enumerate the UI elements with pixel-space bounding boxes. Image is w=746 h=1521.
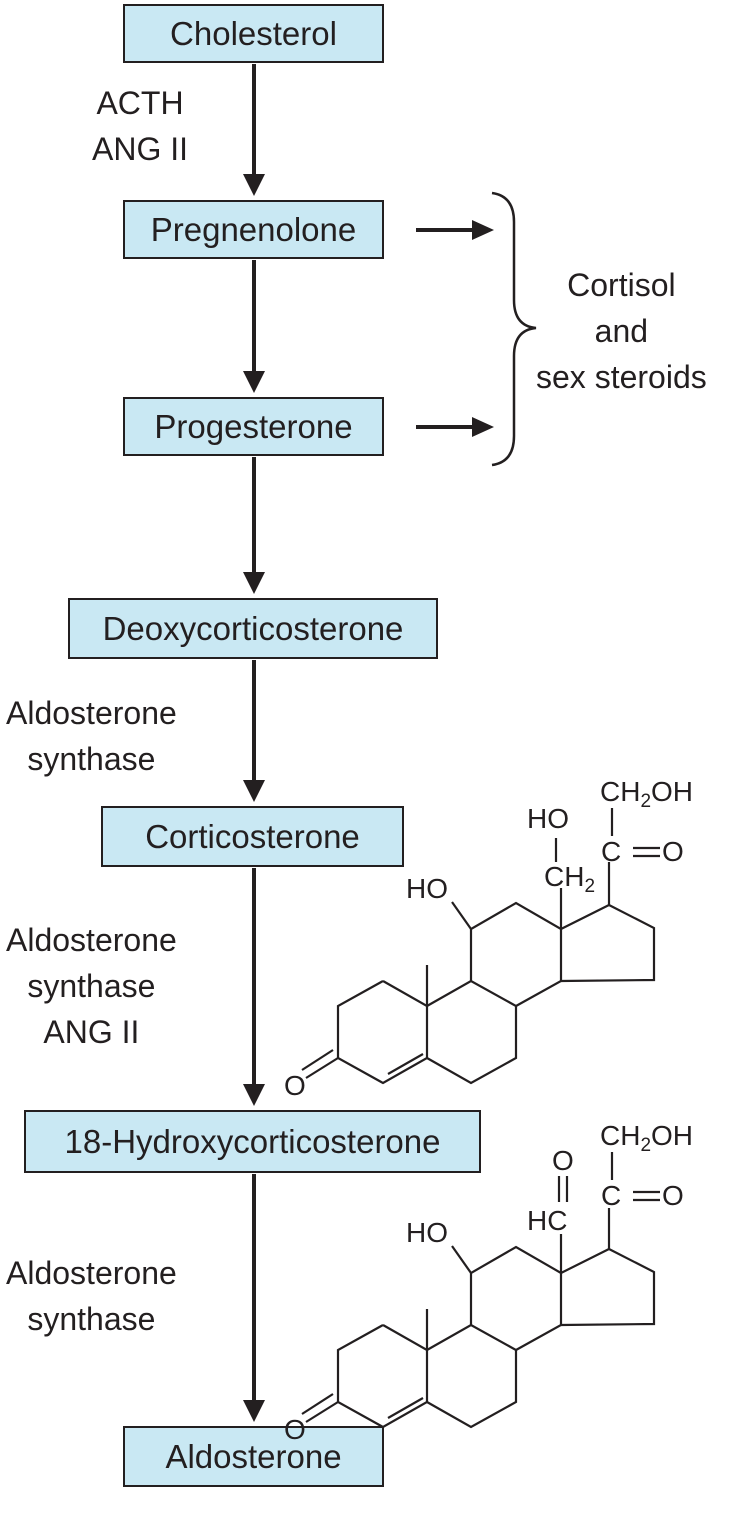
arrow-18oh-to-aldosterone [243, 1174, 265, 1422]
edge-label-aldosterone-synthase-1: Aldosterone synthase [6, 695, 177, 777]
node-deoxycorticosterone: Deoxycorticosterone [68, 598, 438, 659]
chem-o-2: O [662, 1180, 684, 1211]
structure-corticosterone [301, 808, 660, 1085]
node-corticosterone: Corticosterone [101, 806, 404, 867]
chem-ch2-1: CH2 [544, 861, 595, 897]
arrow-progesterone-to-deoxycorticosterone [243, 457, 265, 594]
chem-c-2: C [601, 1180, 621, 1211]
structure-corticosterone-labels: CH2OH HO C O CH2 HO O [284, 776, 693, 1101]
node-cholesterol: Cholesterol [123, 4, 384, 63]
arrow-corticosterone-to-18oh [243, 868, 265, 1106]
side-branch-label: Cortisol and sex steroids [536, 267, 707, 395]
chem-aldehyde-o: O [552, 1145, 574, 1176]
chem-ch2oh-1: CH2OH [600, 776, 693, 812]
arrow-pregnenolone-to-progesterone [243, 260, 265, 393]
chem-ho-1: HO [406, 873, 448, 904]
chem-ring-o-2: O [284, 1414, 306, 1445]
edge-label-aldosterone-synthase-3: Aldosterone synthase [6, 1255, 177, 1337]
node-aldosterone: Aldosterone [123, 1426, 384, 1487]
structure-aldosterone-labels: CH2OH O C O HC HO O [284, 1120, 693, 1445]
brace [491, 191, 537, 467]
structure-aldosterone [301, 1152, 660, 1429]
edge-label-acth-ang: ACTH ANG II [92, 85, 189, 167]
node-18-hydroxycorticosterone: 18-Hydroxycorticosterone [24, 1110, 481, 1173]
chem-o-1: O [662, 836, 684, 867]
arrow-deoxy-to-corticosterone [243, 660, 265, 802]
arrow-cholesterol-to-pregnenolone [243, 64, 265, 196]
edge-label-aldosterone-synthase-2: Aldosterone synthase ANG II [6, 922, 177, 1050]
arrow-progesterone-side [416, 417, 494, 437]
chem-ho-2: HO [406, 1217, 448, 1248]
node-pregnenolone: Pregnenolone [123, 200, 384, 259]
chem-hc: HC [527, 1205, 567, 1236]
chem-c-1: C [601, 836, 621, 867]
chem-ring-o-1: O [284, 1070, 306, 1101]
node-progesterone: Progesterone [123, 397, 384, 456]
chem-ho-top-1: HO [527, 803, 569, 834]
arrow-pregnenolone-side [416, 220, 494, 240]
chem-ch2oh-2: CH2OH [600, 1120, 693, 1156]
